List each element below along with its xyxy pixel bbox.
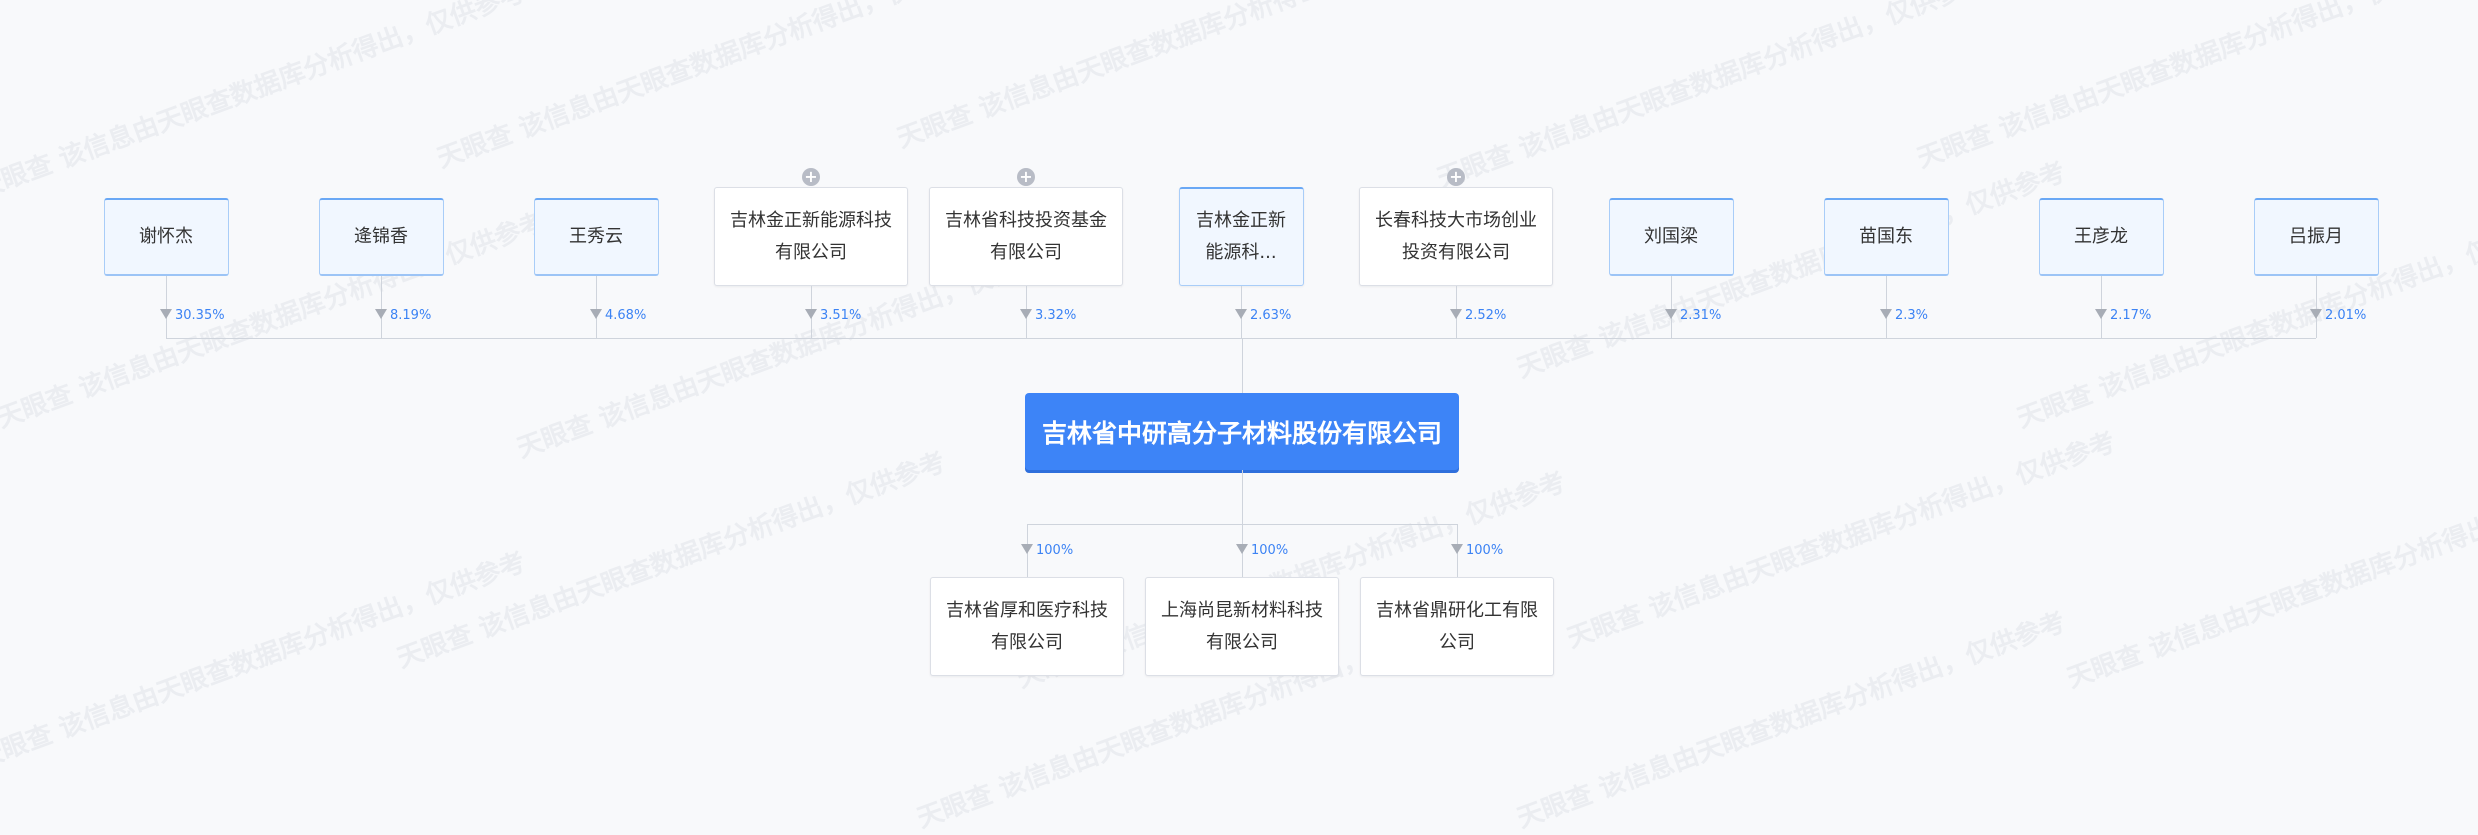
watermark-text: 天眼查 该信息由天眼查数据库分析得出，仅供参考 [893,0,1450,155]
arrow-down-icon [590,309,602,319]
shareholding-percent: 2.01% [2325,308,2367,323]
shareholders-bus-line [166,338,2316,339]
watermark-text: 天眼查 该信息由天眼查数据库分析得出，仅供参考 [1433,0,1990,195]
watermark-text: 天眼查 该信息由天眼查数据库分析得出，仅供参考 [2063,467,2478,695]
connector-line [1886,276,1887,338]
shareholding-percent: 4.68% [605,308,647,323]
arrow-down-icon [1450,309,1462,319]
arrow-down-icon [1665,309,1677,319]
arrow-down-icon [1880,309,1892,319]
arrow-down-icon [2310,309,2322,319]
shareholding-percent: 8.19% [390,308,432,323]
watermark-text: 天眼查 该信息由天眼查数据库分析得出，仅供参考 [1513,157,2070,385]
arrow-down-icon [1451,544,1463,554]
watermark-text: 天眼查 该信息由天眼查数据库分析得出，仅供参考 [0,547,530,775]
shareholding-percent: 2.63% [1250,308,1292,323]
shareholder-node[interactable]: 吉林金正新能源科技有限公司 [714,187,908,286]
shareholding-percent: 3.32% [1035,308,1077,323]
watermark-text: 天眼查 该信息由天眼查数据库分析得出，仅供参考 [1513,607,2070,835]
arrow-down-icon [805,309,817,319]
arrow-down-icon [160,309,172,319]
shareholder-node[interactable]: 谢怀杰 [103,198,229,276]
watermark-text: 天眼查 该信息由天眼查数据库分析得出，仅供参考 [0,0,530,205]
arrow-down-icon [1235,309,1247,319]
arrow-down-icon [2095,309,2107,319]
main-down-connector [1242,470,1243,524]
shareholder-node[interactable]: 刘国梁 [1608,198,1734,276]
shareholding-percent: 2.3% [1895,308,1929,323]
subsidiary-node[interactable]: 吉林省鼎研化工有限公司 [1360,577,1554,676]
watermark-text: 天眼查 该信息由天眼查数据库分析得出，仅供参考 [393,447,950,675]
shareholder-node[interactable]: 王彦龙 [2038,198,2164,276]
plus-circle-icon[interactable]: + [1447,168,1465,186]
shareholder-node[interactable]: 吉林金正新能源科... [1178,187,1304,286]
shareholder-node[interactable]: 长春科技大市场创业投资有限公司 [1359,187,1553,286]
shareholding-percent: 2.31% [1680,308,1722,323]
arrow-down-icon [1020,309,1032,319]
connector-line [381,276,382,338]
watermark-text: 天眼查 该信息由天眼查数据库分析得出，仅供参考 [1913,0,2470,175]
arrow-down-icon [1236,544,1248,554]
shareholder-node[interactable]: 逄锦香 [318,198,444,276]
connector-line [2101,276,2102,338]
plus-circle-icon[interactable]: + [1017,168,1035,186]
shareholding-percent: 2.17% [2110,308,2152,323]
connector-line [2316,276,2317,338]
watermark-text: 天眼查 该信息由天眼查数据库分析得出，仅供参考 [433,0,990,175]
shareholding-percent: 30.35% [175,308,225,323]
shareholding-percent: 100% [1036,543,1074,558]
connector-line [596,276,597,338]
watermark-text: 天眼查 该信息由天眼查数据库分析得出，仅供参考 [1563,427,2120,655]
shareholding-percent: 3.51% [820,308,862,323]
shareholder-node[interactable]: 苗国东 [1823,198,1949,276]
plus-circle-icon[interactable]: + [802,168,820,186]
arrow-down-icon [375,309,387,319]
main-connector [1242,338,1243,393]
shareholder-node[interactable]: 王秀云 [533,198,659,276]
shareholder-node[interactable]: 吕振月 [2253,198,2379,276]
shareholding-percent: 2.52% [1465,308,1507,323]
watermark-text: 天眼查 该信息由天眼查数据库分析得出，仅供参考 [0,207,550,435]
shareholding-percent: 100% [1466,543,1504,558]
subsidiary-node[interactable]: 吉林省厚和医疗科技有限公司 [930,577,1124,676]
subsidiary-node[interactable]: 上海尚昆新材料科技有限公司 [1145,577,1339,676]
shareholding-percent: 100% [1251,543,1289,558]
connector-line [166,276,167,338]
main-company-node[interactable]: 吉林省中研高分子材料股份有限公司 [1025,393,1459,470]
connector-line [1671,276,1672,338]
arrow-down-icon [1021,544,1033,554]
shareholder-node[interactable]: 吉林省科技投资基金有限公司 [929,187,1123,286]
